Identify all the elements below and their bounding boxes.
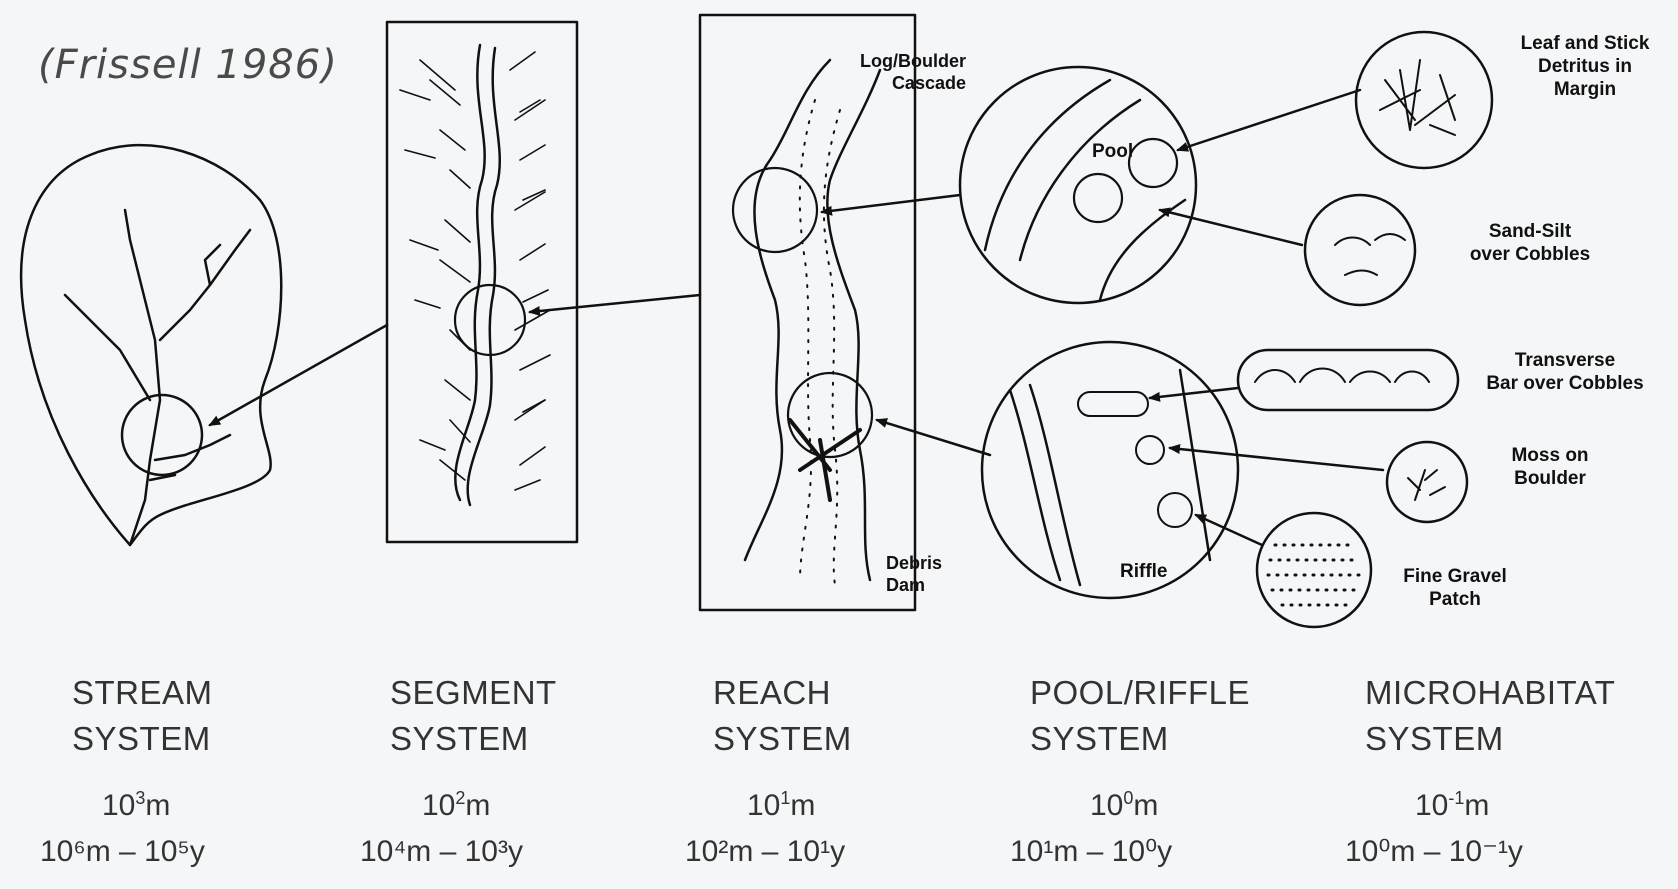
system-name-line2: SYSTEM — [1345, 716, 1595, 762]
segment-focus-circle — [122, 395, 202, 475]
segment-system-caption: SEGMENT SYSTEM 102m 10⁴m – 10³y — [360, 670, 610, 872]
stream-main-channel — [125, 210, 160, 545]
boulder-cascade-label: Log/Boulder Cascade — [860, 50, 966, 94]
riffle-detail — [982, 342, 1238, 598]
reach-channel-left-bank — [745, 60, 830, 560]
segment-channel-right — [468, 48, 500, 505]
micro-label-moss: Moss on Boulder — [1475, 444, 1625, 490]
reach-channel-right-bank — [827, 70, 880, 580]
temporal-scale: 10⁴m – 10³y — [360, 832, 610, 872]
system-name-line1: SEGMENT — [360, 670, 610, 716]
temporal-scale: 10⁶m – 10⁵y — [40, 832, 290, 872]
micro-sand-cobbles — [1335, 234, 1405, 275]
micro-leaf-circle — [1356, 32, 1492, 168]
micro-label-gravel: Fine Gravel Patch — [1375, 565, 1535, 611]
system-name-line2: SYSTEM — [360, 716, 610, 762]
system-name-line1: REACH — [685, 670, 935, 716]
pool-bank-edge — [985, 80, 1110, 250]
spatial-scale: 101m — [685, 778, 935, 826]
reach-system-caption: REACH SYSTEM 101m 10²m – 10¹y — [685, 670, 935, 872]
pool-marker-2 — [1074, 174, 1122, 222]
riffle-bank-left-2 — [1030, 385, 1080, 585]
segment-box — [387, 22, 577, 542]
stream-system-caption: STREAM SYSTEM 103m 10⁶m – 10⁵y — [40, 670, 290, 872]
debris-dam-label: Debris Dam — [886, 552, 942, 596]
system-name-line1: POOL/RIFFLE — [1010, 670, 1260, 716]
pool-focus-circle — [733, 168, 817, 252]
system-name-line2: SYSTEM — [1010, 716, 1260, 762]
microhabitat-system-caption: MICROHABITAT SYSTEM 10-1m 10⁰m – 10⁻¹y — [1345, 670, 1595, 872]
system-name-line2: SYSTEM — [685, 716, 935, 762]
riffle-transverse-bar — [1078, 392, 1148, 416]
micro-label-sand: Sand-Silt over Cobbles — [1440, 220, 1620, 266]
riffle-bank-left — [1010, 390, 1060, 580]
arrow-reach-to-segment — [530, 295, 700, 312]
system-name-line1: MICROHABITAT — [1345, 670, 1595, 716]
spatial-scale: 103m — [40, 778, 290, 826]
riffle-detail-circle — [982, 342, 1238, 598]
microhabitat-detail — [1238, 32, 1492, 627]
segment-vegetation-hatch — [400, 52, 550, 490]
segment-system-panel — [387, 22, 577, 542]
spatial-scale: 10-1m — [1345, 778, 1595, 826]
arrow-riffle-to-reach — [877, 420, 990, 455]
arrow-bar-to-riffle — [1150, 388, 1238, 398]
arrow-moss-to-riffle — [1170, 448, 1383, 470]
spatial-scale: 100m — [1010, 778, 1260, 826]
micro-moss-plant — [1408, 470, 1445, 500]
micro-label-leaf: Leaf and Stick Detritus in Margin — [1500, 32, 1670, 101]
stream-system-watershed — [21, 145, 281, 545]
spatial-scale: 102m — [360, 778, 610, 826]
micro-bar-cobbles — [1255, 369, 1429, 383]
reach-box — [700, 15, 915, 610]
riffle-focus-circle — [788, 373, 872, 457]
stream-tributary-4 — [155, 435, 230, 460]
micro-gravel-circle — [1257, 513, 1371, 627]
arrow-segment-to-stream — [210, 325, 387, 425]
pool-marker-1 — [1129, 139, 1177, 187]
riffle-boulder-marker — [1136, 436, 1164, 464]
reach-log-jam — [790, 420, 860, 500]
stream-tributary-2 — [160, 230, 250, 340]
micro-bar-capsule — [1238, 350, 1458, 410]
stream-tributary-3 — [205, 245, 220, 285]
pool-riffle-system-caption: POOL/RIFFLE SYSTEM 100m 10¹m – 10⁰y — [1010, 670, 1260, 872]
micro-gravel-stipple — [1268, 545, 1360, 605]
temporal-scale: 10¹m – 10⁰y — [1010, 832, 1260, 872]
watershed-outline — [21, 145, 281, 545]
riffle-gravel-marker — [1158, 493, 1192, 527]
micro-label-bar: Transverse Bar over Cobbles — [1460, 349, 1670, 395]
micro-sand-circle — [1305, 195, 1415, 305]
micro-leaf-litter — [1380, 60, 1455, 135]
reach-system-panel — [700, 15, 915, 610]
system-name-line2: SYSTEM — [40, 716, 290, 762]
arrow-leaf-to-pool — [1178, 90, 1360, 150]
stream-tributary-1 — [65, 295, 150, 400]
pool-bank-edge-2 — [1020, 100, 1140, 260]
pool-label: Pool — [1092, 141, 1133, 162]
pool-detail — [960, 67, 1196, 303]
citation-text: (Frissell 1986) — [38, 42, 338, 88]
system-name-line1: STREAM — [40, 670, 290, 716]
riffle-bank-right — [1180, 370, 1210, 560]
arrow-pool-to-reach — [822, 195, 960, 212]
temporal-scale: 10⁰m – 10⁻¹y — [1345, 832, 1595, 872]
riffle-label: Riffle — [1120, 561, 1168, 582]
micro-moss-circle — [1387, 442, 1467, 522]
temporal-scale: 10²m – 10¹y — [685, 832, 935, 872]
